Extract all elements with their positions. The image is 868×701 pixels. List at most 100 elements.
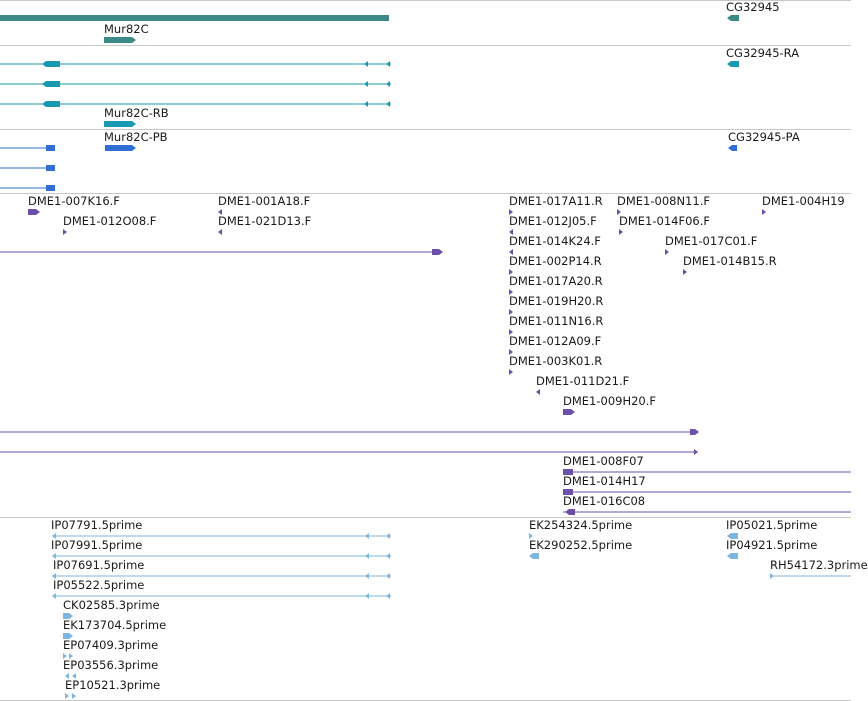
clone-span-end: [690, 429, 699, 435]
est-label[interactable]: IP04921.5prime: [726, 538, 818, 552]
transcript-exon: [46, 101, 60, 107]
est-feature: [727, 533, 738, 539]
clone-label[interactable]: DME1-009H20.F: [563, 394, 657, 408]
clone-end-marker: [509, 229, 513, 235]
transcript-cg32945-ra: [727, 61, 739, 67]
clone-end-marker: [536, 389, 540, 395]
clone-end-marker: [762, 209, 766, 215]
transcript-strand-marker: [42, 101, 46, 107]
clone-label[interactable]: DME1-016C08: [563, 494, 646, 508]
transcript-label-cg32945-ra[interactable]: CG32945-RA: [726, 46, 800, 60]
clone-label[interactable]: DME1-017A11.R: [509, 194, 603, 208]
transcript-strand-marker: [42, 61, 46, 67]
est-feature: [69, 653, 73, 659]
est-strand-marker: [386, 573, 390, 579]
clone-label[interactable]: DME1-011N16.R: [509, 314, 604, 328]
gene-span-mur82c: [104, 37, 136, 43]
clone-label[interactable]: DME1-004H19: [762, 194, 845, 208]
clone-end-marker: [683, 269, 687, 275]
est-strand-marker: [386, 593, 390, 599]
est-feature: [63, 633, 73, 639]
clone-label[interactable]: DME1-014H17: [563, 474, 646, 488]
clone-end-marker: [509, 329, 513, 335]
clone-label[interactable]: DME1-002P14.R: [509, 254, 602, 268]
clone-span-end: [432, 249, 443, 255]
clone-label[interactable]: DME1-012J05.F: [509, 214, 597, 228]
est-feature: [65, 693, 69, 699]
est-label[interactable]: EP07409.3prime: [63, 638, 159, 652]
est-label[interactable]: EK290252.5prime: [529, 538, 633, 552]
est-feature: [529, 553, 539, 559]
clone-span-start: [563, 489, 573, 495]
est-label[interactable]: EK254324.5prime: [529, 518, 633, 532]
clone-span-start: [563, 469, 573, 475]
transcript-strand-marker: [386, 61, 390, 67]
clone-label[interactable]: DME1-014B15.R: [683, 254, 777, 268]
clone-end-marker: [509, 249, 513, 255]
transcript-exon: [46, 81, 60, 87]
est-label[interactable]: IP05522.5prime: [53, 578, 145, 592]
est-label[interactable]: EK173704.5prime: [63, 618, 167, 632]
est-feature: [529, 533, 533, 539]
protein-exon: [46, 145, 55, 151]
est-label[interactable]: CK02585.3prime: [63, 598, 160, 612]
clone-label[interactable]: DME1-012A09.F: [509, 334, 602, 348]
transcript-strand-marker: [364, 81, 368, 87]
gene-label-cg32945[interactable]: CG32945: [726, 0, 780, 14]
clone-span-start: [565, 509, 575, 515]
clone-label[interactable]: DME1-008N11.F: [617, 194, 710, 208]
clone-label[interactable]: DME1-017C01.F: [665, 234, 758, 248]
clone-label[interactable]: DME1-014F06.F: [619, 214, 710, 228]
transcript-strand-marker: [386, 101, 390, 107]
est-feature: [63, 613, 73, 619]
clone-end-marker: [509, 309, 513, 315]
est-strand-marker: [365, 553, 369, 559]
clone-label[interactable]: DME1-011D21.F: [536, 374, 630, 388]
clone-end-feature: [28, 209, 40, 215]
clone-end-marker: [509, 369, 513, 375]
clone-label[interactable]: DME1-012O08.F: [63, 214, 157, 228]
transcript-mur82c-rb: [104, 121, 136, 127]
est-label[interactable]: IP07791.5prime: [51, 518, 143, 532]
est-label[interactable]: IP05021.5prime: [726, 518, 818, 532]
est-label[interactable]: IP07691.5prime: [53, 558, 145, 572]
clone-label[interactable]: DME1-017A20.R: [509, 274, 603, 288]
est-label[interactable]: EP03556.3prime: [63, 658, 159, 672]
clone-end-marker: [509, 289, 513, 295]
clone-end-marker: [509, 209, 513, 215]
clone-label[interactable]: DME1-008F07: [563, 454, 644, 468]
est-strand-marker: [365, 533, 369, 539]
est-strand-marker: [52, 533, 56, 539]
transcript-label-mur82c-rb[interactable]: Mur82C-RB: [104, 106, 169, 120]
clone-end-marker: [63, 229, 67, 235]
clone-end-marker: [617, 209, 621, 215]
protein-label-mur82c-pb[interactable]: Mur82C-PB: [104, 130, 168, 144]
transcript-strand-marker: [364, 61, 368, 67]
clone-label[interactable]: DME1-019H20.R: [509, 294, 604, 308]
protein-exon: [46, 165, 55, 171]
clone-label[interactable]: DME1-021D13.F: [218, 214, 312, 228]
est-feature: [63, 653, 67, 659]
protein-label-cg32945-pa[interactable]: CG32945-PA: [728, 130, 800, 144]
clone-end-marker: [665, 249, 669, 255]
clone-end-marker: [509, 349, 513, 355]
clone-end-marker: [619, 229, 623, 235]
est-label[interactable]: EP10521.3prime: [65, 678, 161, 692]
clone-end-feature: [563, 409, 575, 415]
transcript-exon: [46, 61, 60, 67]
gene-span-cg32945: [727, 15, 739, 21]
est-label[interactable]: RH54172.3prime: [770, 558, 868, 572]
clone-end-marker: [218, 209, 222, 215]
est-feature: [72, 693, 76, 699]
clone-label[interactable]: DME1-007K16.F: [28, 194, 120, 208]
gene-span-bar: [0, 15, 389, 21]
clone-span-end: [694, 449, 698, 455]
protein-cg32945-pa: [728, 145, 737, 151]
gene-label-mur82c[interactable]: Mur82C: [104, 22, 149, 36]
clone-label[interactable]: DME1-014K24.F: [509, 234, 601, 248]
est-label[interactable]: IP07991.5prime: [51, 538, 143, 552]
clone-label[interactable]: DME1-001A18.F: [218, 194, 311, 208]
est-strand-marker: [52, 573, 56, 579]
clone-label[interactable]: DME1-003K01.R: [509, 354, 603, 368]
